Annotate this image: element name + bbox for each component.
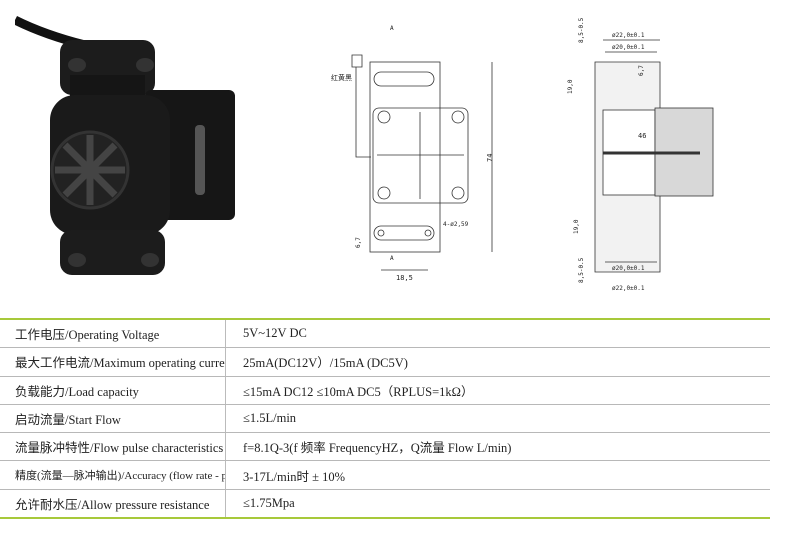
product-photo bbox=[15, 15, 235, 275]
spec-table: 工作电压/Operating Voltage 5V~12V DC 最大工作电流/M… bbox=[0, 318, 770, 520]
spec-value: 25mA(DC12V）/15mA (DC5V) bbox=[243, 356, 408, 371]
spec-label: 精度(流量—脉冲输出)/Accuracy (flow rate - pulse … bbox=[0, 461, 226, 489]
impeller-dim: 46 bbox=[638, 132, 646, 140]
spec-label: 流量脉冲特性/Flow pulse characteristics bbox=[0, 433, 226, 461]
front-view-drawing: A 红黄黑 74 4-ø2,59 6,7 A 18,5 bbox=[331, 25, 494, 282]
spec-value: 3-17L/min时 ± 10% bbox=[243, 469, 345, 484]
outer-dia-top: ø22,0±0.1 bbox=[612, 32, 645, 39]
lower-len-dim: 19,0 bbox=[573, 219, 580, 234]
spec-value: f=8.1Q-3(f 频率 FrequencyHZ，Q流量 Flow L/min… bbox=[243, 441, 512, 456]
left-dim: 6,7 bbox=[355, 237, 362, 248]
section-mark-bottom: A bbox=[390, 255, 394, 262]
spec-label: 最大工作电流/Maximum operating current bbox=[0, 348, 226, 376]
hole-dim: 4-ø2,59 bbox=[443, 221, 469, 228]
inner-dia-bottom: ø20,0±0.1 bbox=[612, 265, 645, 272]
width-dim: 18,5 bbox=[396, 274, 413, 282]
spec-label: 工作电压/Operating Voltage bbox=[0, 320, 226, 348]
table-row: 精度(流量—脉冲输出)/Accuracy (flow rate - pulse … bbox=[0, 461, 770, 490]
spec-value: ≤1.5L/min bbox=[243, 411, 297, 426]
inner-dia-top: ø20,0±0.1 bbox=[612, 44, 645, 51]
bottom-port bbox=[60, 230, 165, 275]
upper-len-dim: 19,0 bbox=[567, 79, 574, 94]
spec-label: 负载能力/Load capacity bbox=[0, 376, 226, 404]
table-row: 启动流量/Start Flow ≤1.5L/min bbox=[0, 404, 770, 434]
spec-value: 5V~12V DC bbox=[243, 326, 307, 341]
slot-dim: 6,7 bbox=[638, 65, 645, 76]
outer-dia-bottom: ø22,0±0.1 bbox=[612, 285, 645, 292]
spec-label: 允许耐水压/Allow pressure resistance bbox=[0, 489, 226, 518]
section-view-drawing: 8,5-0.5 ø22,0±0.1 ø20,0±0.1 6,7 19,0 46 … bbox=[567, 17, 714, 292]
table-row: 流量脉冲特性/Flow pulse characteristics f=8.1Q-… bbox=[0, 433, 770, 462]
bottom-offset-dim: 8,5-0.5 bbox=[578, 257, 585, 283]
spec-value: ≤1.75Mpa bbox=[243, 495, 295, 510]
table-row: 允许耐水压/Allow pressure resistance ≤1.75Mpa bbox=[0, 489, 770, 518]
top-offset-dim: 8,5-0.5 bbox=[578, 17, 585, 43]
table-row: 最大工作电流/Maximum operating current 25mA(DC1… bbox=[0, 348, 770, 377]
table-row: 负载能力/Load capacity ≤15mA DC12 ≤10mA DC5（R… bbox=[0, 376, 770, 405]
spec-label: 启动流量/Start Flow bbox=[0, 404, 226, 433]
table-row: 工作电压/Operating Voltage 5V~12V DC bbox=[0, 320, 770, 349]
wire-label: 红黄黑 bbox=[331, 73, 352, 82]
section-mark-top: A bbox=[390, 25, 394, 32]
height-dim: 74 bbox=[486, 154, 494, 162]
spec-value: ≤15mA DC12 ≤10mA DC5（RPLUS=1kΩ） bbox=[243, 384, 474, 399]
